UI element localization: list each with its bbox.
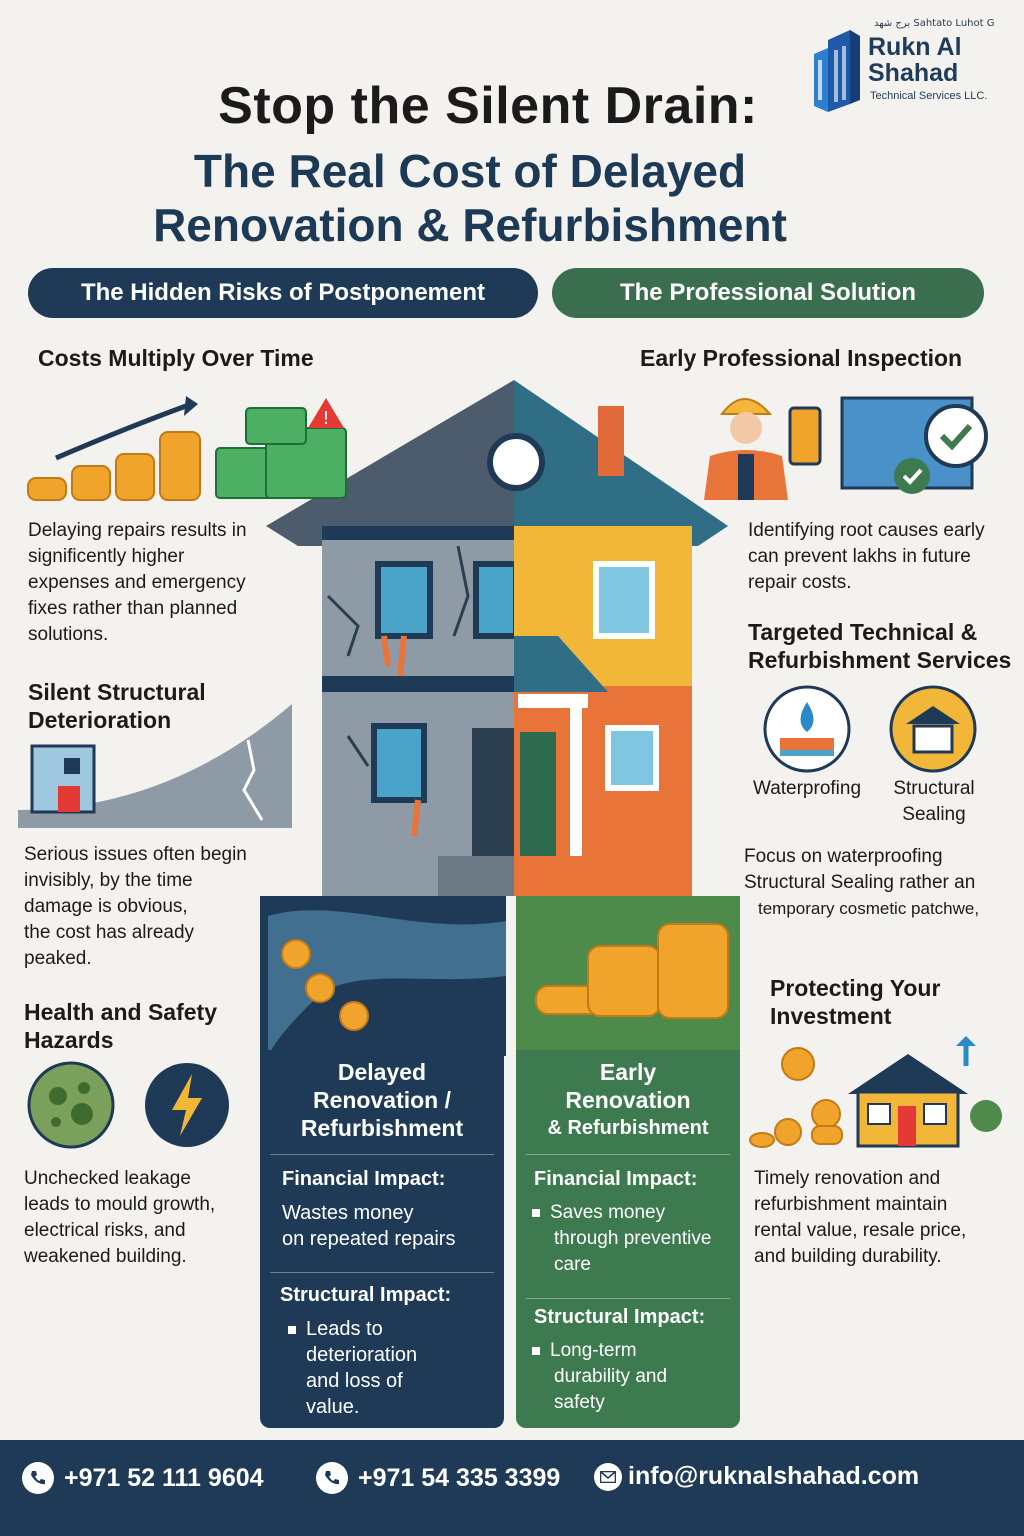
phone-number-2: +971 54 335 3399 <box>358 1463 561 1492</box>
early-structural-body: Long-term durability and safety <box>532 1338 667 1416</box>
door-dark <box>472 728 516 858</box>
building-logo-icon <box>814 30 860 112</box>
company-logo: ﺑﺮﺝ ﺷﻬﺪ Sahtato Luhot G Rukn Al Shahad T… <box>806 18 1016 118</box>
inspection-heading: Early Professional Inspection <box>640 345 963 371</box>
phone-icon <box>22 1462 54 1494</box>
electrical-hazard-icon <box>145 1063 229 1147</box>
wall-cracks <box>326 545 470 767</box>
window-broken-2 <box>371 723 427 803</box>
bullet-icon <box>532 1346 540 1355</box>
early-panel-title: Early Renovation & Refurbishment <box>547 1059 709 1139</box>
costs-heading: Costs Multiply Over Time <box>38 345 314 371</box>
bullet-icon <box>288 1325 296 1334</box>
investment-body: Timely renovation and refurbishment main… <box>754 1168 967 1267</box>
structural-body: Serious issues often begin invisibly, by… <box>24 844 247 969</box>
services-heading: Targeted Technical & Refurbishment Servi… <box>748 619 1012 673</box>
water-leak <box>268 910 506 1056</box>
hard-hat-icon <box>720 398 773 415</box>
check-icon <box>924 404 988 468</box>
bullet-icon <box>532 1208 540 1217</box>
structural-heading: Silent Structural Deterioration <box>28 679 206 733</box>
waterproofing-icon <box>763 685 851 773</box>
logo-subtitle: Technical Services LLC. <box>870 90 988 102</box>
moisture-meter-icon <box>788 406 822 466</box>
arrow-up-icon <box>956 1036 976 1046</box>
phone-contact-1[interactable]: +971 52 111 9604 <box>22 1462 264 1494</box>
structural-sealing-label: Structural Sealing <box>893 778 975 825</box>
falling-coins <box>281 939 369 1031</box>
logo-name: Rukn Al Shahad <box>868 34 962 86</box>
investment-house-icon <box>749 1036 1002 1148</box>
deterioration-curve-icon <box>18 704 292 828</box>
contact-footer: +971 52 111 9604 +971 54 335 3399 info@r… <box>0 1440 1024 1536</box>
phone-icon <box>316 1462 348 1494</box>
door-green <box>520 732 556 856</box>
health-heading: Health and Safety Hazards <box>24 999 217 1053</box>
mould-growth-icon <box>27 1061 115 1149</box>
structural-sealing-icon <box>889 685 977 773</box>
warning-icon <box>308 398 344 428</box>
svg-text:!: ! <box>322 408 329 429</box>
delayed-structural-body: Leads to deterioration and loss of value… <box>288 1316 417 1420</box>
sub-title-line2: Renovation & Refurbishment <box>153 199 787 251</box>
phone-contact-2[interactable]: +971 54 335 3399 <box>316 1462 560 1494</box>
delayed-financial-body: Wastes money on repeated repairs <box>282 1202 456 1250</box>
email-address: info@ruknalshahad.com <box>628 1462 920 1490</box>
costs-body: Delaying repairs results in significentl… <box>28 520 247 645</box>
logo-tagline: ﺑﺮﺝ ﺷﻬﺪ Sahtato Luhot G <box>874 18 995 29</box>
phone-number-1: +971 52 111 9604 <box>64 1463 264 1492</box>
early-renovation-panel: Early Renovation & Refurbishment Financi… <box>516 1050 740 1428</box>
coins-icon <box>749 1047 843 1148</box>
risks-column-label: The Hidden Risks of Postponement <box>28 268 538 318</box>
chimney <box>598 406 624 476</box>
growing-coin-stacks <box>535 923 729 1019</box>
logo-name-line1: Rukn Al <box>868 33 962 61</box>
health-body: Unchecked leakage leads to mould growth,… <box>24 1168 216 1267</box>
services-body: Focus on waterproofing Structural Sealin… <box>744 846 980 918</box>
roof-dark <box>266 380 514 546</box>
inspection-body: Identifying root causes early can preven… <box>748 520 985 593</box>
early-structural-label: Structural Impact: <box>534 1306 706 1328</box>
investment-heading: Protecting Your Investment <box>770 975 941 1029</box>
logo-name-line2: Shahad <box>868 59 959 87</box>
waterproofing-label: Waterprofing <box>752 778 862 799</box>
window-broken-1 <box>375 561 433 639</box>
solution-column-label: The Professional Solution <box>552 268 984 318</box>
delayed-renovation-panel: Delayed Renovation / Refurbishment Finan… <box>260 1050 504 1428</box>
coin-stacks-money-icon: ! <box>27 396 347 501</box>
email-contact[interactable]: info@ruknalshahad.com <box>594 1462 919 1491</box>
main-title: Stop the Silent Drain: <box>218 77 758 135</box>
sub-title-line1: The Real Cost of Delayed <box>193 145 747 197</box>
early-financial-label: Financial Impact: <box>534 1168 698 1190</box>
delayed-financial-label: Financial Impact: <box>282 1168 446 1190</box>
email-icon <box>594 1462 622 1491</box>
early-financial-body: Saves money through preventive care <box>532 1200 711 1278</box>
split-house-illustration <box>260 380 740 1056</box>
inspector-blueprint-icon <box>704 396 988 500</box>
round-window <box>487 433 545 491</box>
delayed-panel-title: Delayed Renovation / Refurbishment <box>300 1059 464 1141</box>
sub-title: The Real Cost of Delayed Renovation & Re… <box>0 144 940 252</box>
leak-drips <box>381 635 421 837</box>
delayed-structural-label: Structural Impact: <box>280 1284 452 1306</box>
